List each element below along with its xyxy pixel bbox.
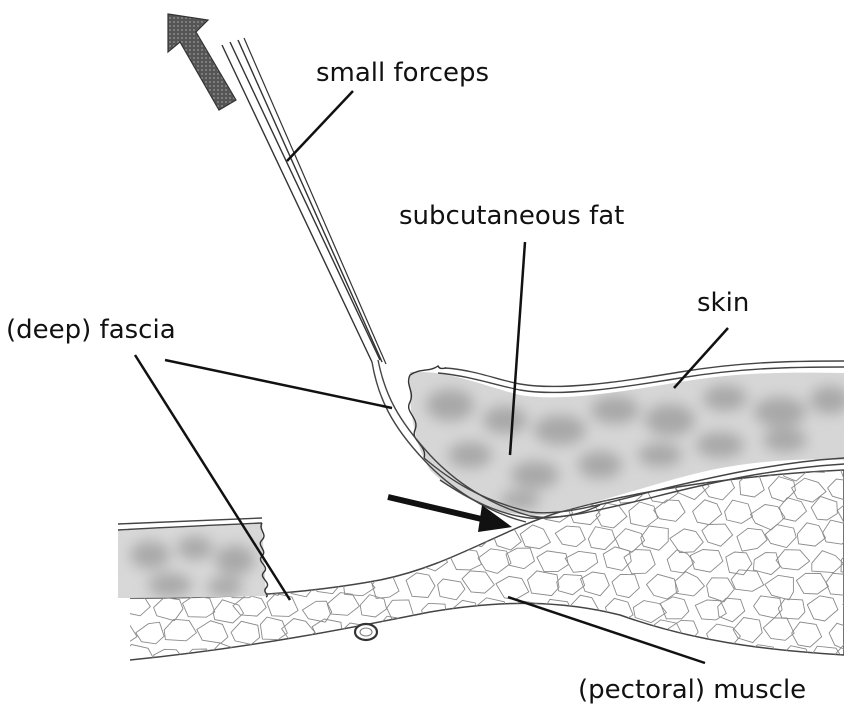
label-pectoral-muscle: (pectoral) muscle <box>578 677 806 703</box>
label-skin: skin <box>697 290 749 316</box>
muscle-cell <box>629 648 663 672</box>
muscle-cell <box>311 525 341 549</box>
muscle-cell <box>604 647 630 671</box>
pull-arrow-icon <box>168 14 236 110</box>
muscle-cell <box>463 626 493 646</box>
muscle-cell <box>521 621 553 642</box>
muscle-cell <box>171 478 200 500</box>
muscle-cell <box>327 451 357 473</box>
muscle-cell <box>221 482 251 507</box>
muscle-cell <box>359 503 389 526</box>
muscle-cell <box>177 453 206 474</box>
muscle-cell <box>287 530 320 550</box>
muscle-cell <box>510 647 539 670</box>
muscle-cell <box>272 647 304 669</box>
muscle-cell <box>294 548 323 570</box>
muscle-cell <box>407 525 439 547</box>
muscle-cell <box>280 482 312 504</box>
muscle-cell <box>192 477 221 501</box>
muscle-cell <box>275 458 305 477</box>
left-fat-block <box>110 518 280 605</box>
muscle-cell <box>389 643 417 667</box>
muscle-cell <box>723 647 752 668</box>
muscle-cell <box>363 453 392 476</box>
muscle-cell <box>386 452 413 473</box>
muscle-cell <box>152 450 179 474</box>
muscle-cell <box>259 474 292 499</box>
muscle-cell <box>327 504 358 526</box>
muscle-cell <box>241 648 275 670</box>
muscle-cell <box>423 648 451 670</box>
forceps-leader <box>287 91 353 161</box>
muscle-cell <box>299 455 325 478</box>
muscle-cell <box>133 476 160 500</box>
muscle-cell <box>373 528 404 553</box>
muscle-cell <box>103 474 133 496</box>
muscle-cell <box>338 478 368 500</box>
muscle-cell <box>492 623 520 648</box>
muscle-cell <box>553 622 584 643</box>
muscle-cell <box>566 645 597 668</box>
muscle-cell <box>405 480 435 501</box>
muscle-cell <box>434 526 463 548</box>
muscle-cell <box>391 550 424 570</box>
muscle-cell <box>302 646 332 669</box>
muscle-cell <box>407 625 438 649</box>
muscle-cell <box>332 551 362 575</box>
muscle-cell <box>348 523 380 545</box>
muscle-cell <box>239 454 268 476</box>
muscle-cell <box>542 646 574 671</box>
muscle-cell <box>207 450 237 473</box>
label-deep-fascia: (deep) fascia <box>6 317 176 343</box>
muscle-cell <box>360 646 394 671</box>
vessel-cross-section <box>355 624 377 640</box>
muscle-cell <box>315 477 343 501</box>
label-small-forceps: small forceps <box>316 60 489 86</box>
muscle-cell <box>119 454 149 479</box>
fascia-leader-1 <box>165 360 392 408</box>
muscle-cell <box>303 503 331 526</box>
muscle-cell <box>273 499 303 521</box>
muscle-cell <box>454 648 483 669</box>
label-subcutaneous-fat: subcutaneous fat <box>399 203 624 229</box>
muscle-cell <box>363 550 396 572</box>
muscle-cell <box>435 623 465 643</box>
muscle-cell <box>334 647 361 669</box>
muscle-cell <box>478 645 507 666</box>
muscle-cell <box>120 502 151 522</box>
